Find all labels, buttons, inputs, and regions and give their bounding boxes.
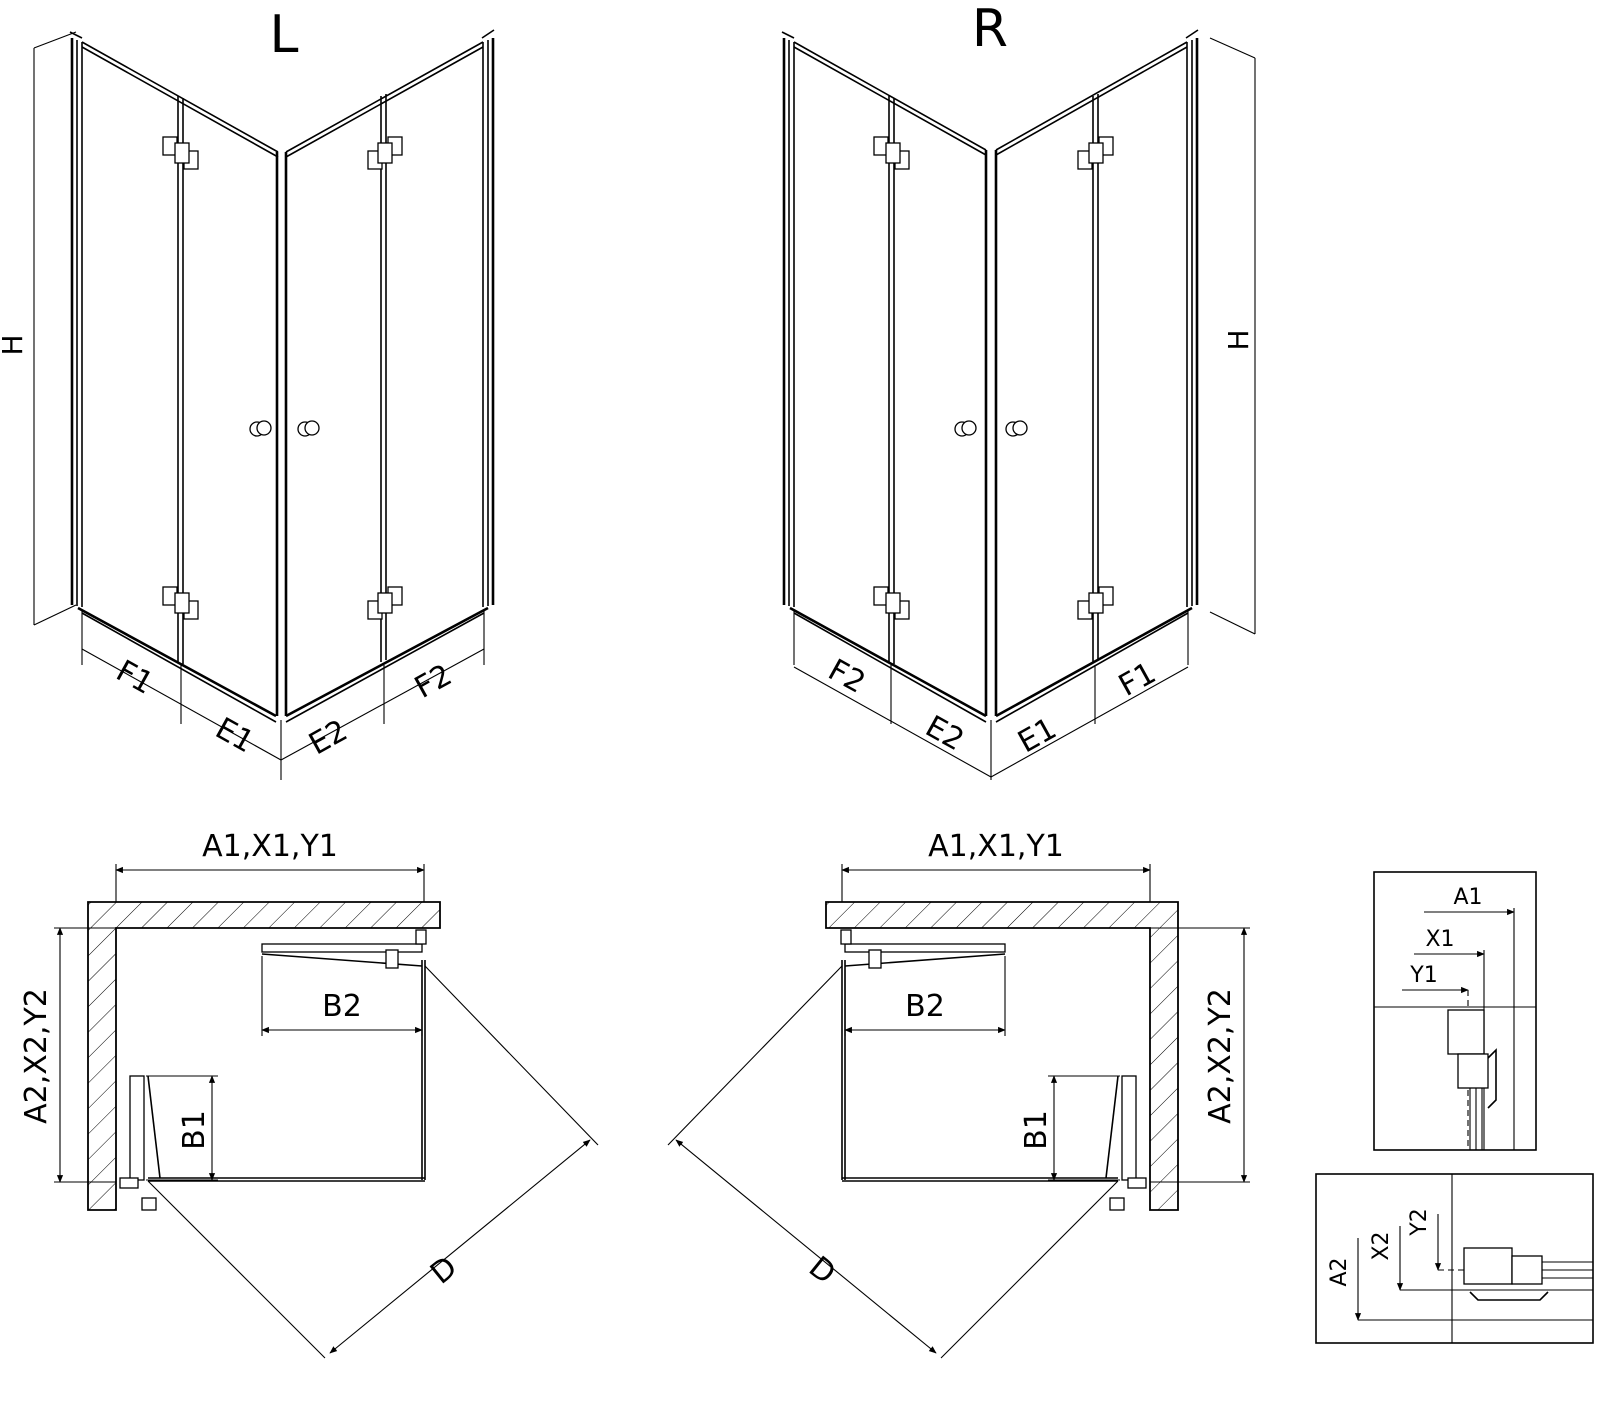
detail-bottom: A2 X2 Y2 <box>1315 1173 1594 1344</box>
dim-label-left-1: E1 <box>209 711 259 760</box>
detail-top: A1 X1 Y1 <box>1373 871 1537 1151</box>
hinge-icon-right <box>873 136 1114 620</box>
diagonal-label-right: D <box>802 1250 842 1292</box>
b2-label-right: B2 <box>905 989 945 1024</box>
detail-top-label-1: X1 <box>1425 927 1454 952</box>
dim-label-left-2: E2 <box>303 713 353 762</box>
hinge-icon-left <box>162 136 403 620</box>
elevation-right: R H <box>781 0 1256 780</box>
dim-label-right-0: F2 <box>822 653 871 701</box>
wall-right-plan <box>825 901 1179 1211</box>
dim-label-left-3: F2 <box>409 658 458 706</box>
elevation-left-title: L <box>270 5 299 65</box>
detail-top-label-0: A1 <box>1453 885 1482 910</box>
plan-right: A1,X1,Y1 A2,X2,Y2 B2 B1 D <box>667 829 1250 1359</box>
base-dimensions-right: F2 E2 E1 F1 <box>793 610 1189 780</box>
detail-top-label-2: Y1 <box>1409 963 1437 988</box>
detail-bottom-label-1: X2 <box>1369 1231 1394 1260</box>
glass-panels-right <box>781 29 1199 723</box>
detail-bottom-label-0: A2 <box>1327 1257 1352 1286</box>
glass-panels-left <box>69 29 495 723</box>
width-label-right: A1,X1,Y1 <box>928 829 1064 864</box>
depth-label-left: A2,X2,Y2 <box>19 988 54 1124</box>
diagonal-label-left: D <box>424 1250 464 1292</box>
height-dimension-left: H <box>0 31 77 626</box>
height-dimension-right: H <box>1209 37 1256 635</box>
dim-label-left-0: F1 <box>110 654 159 702</box>
detail-bottom-label-2: Y2 <box>1407 1208 1432 1236</box>
base-dimensions-left: F1 E1 E2 F2 <box>81 610 485 780</box>
b1-label-left: B1 <box>177 1110 212 1150</box>
dim-label-right-3: F1 <box>1113 656 1162 704</box>
height-label-left: H <box>0 334 29 355</box>
depth-label-right: A2,X2,Y2 <box>1203 988 1238 1124</box>
elevation-right-title: R <box>972 0 1008 59</box>
plan-left: A1,X1,Y1 A2,X2,Y2 B2 B1 D <box>19 829 599 1359</box>
knob-icon-right <box>954 420 1028 437</box>
dim-label-right-2: E1 <box>1012 711 1062 760</box>
elevation-left: L H <box>0 5 495 780</box>
height-label-right: H <box>1222 329 1255 350</box>
knob-icon-left <box>249 420 320 437</box>
dim-label-right-1: E2 <box>919 709 969 758</box>
b1-label-right: B1 <box>1019 1110 1054 1150</box>
width-label-left: A1,X1,Y1 <box>202 829 338 864</box>
b2-label-left: B2 <box>322 989 362 1024</box>
